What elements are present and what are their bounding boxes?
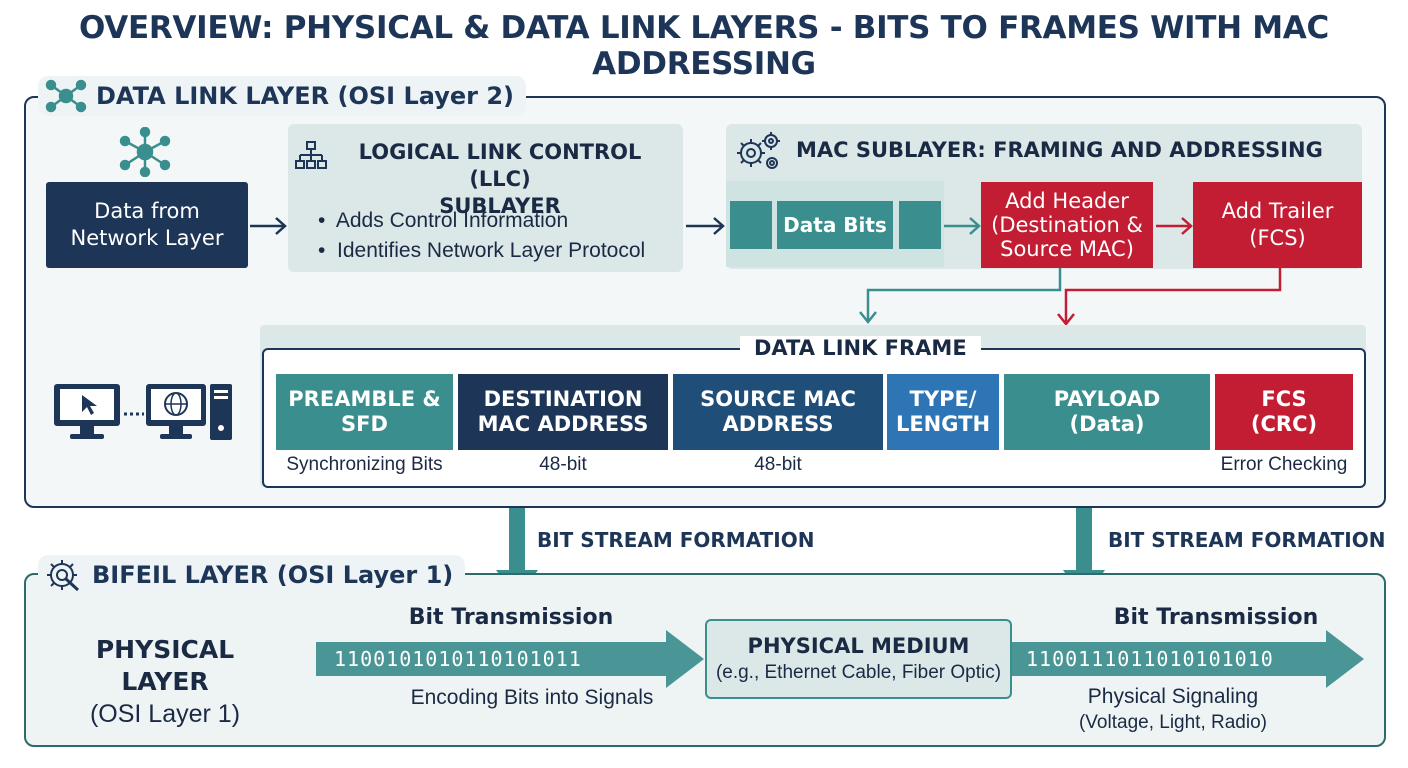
bit-stream-label-left: BIT STREAM FORMATION	[537, 528, 815, 552]
field-line1: SOURCE MAC	[700, 387, 856, 411]
bit-stream-label-right: BIT STREAM FORMATION	[1108, 528, 1386, 552]
physical-layer-name: PHYSICAL LAYER (OSI Layer 1)	[52, 634, 278, 730]
arrow-right-icon	[250, 217, 287, 235]
arrow-right-icon	[1326, 630, 1364, 688]
field-line2: MAC ADDRESS	[477, 412, 649, 436]
frame-title: DATA LINK FRAME	[740, 336, 981, 360]
data-link-layer-title: DATA LINK LAYER (OSI Layer 2)	[96, 82, 514, 110]
physical-layer-name-line1: PHYSICAL LAYER	[95, 635, 235, 696]
physical-medium-subtitle: (e.g., Ethernet Cable, Fiber Optic)	[715, 662, 1002, 683]
physical-layer-name-line2: (OSI Layer 1)	[89, 700, 241, 728]
llc-title: LOGICAL LINK CONTROL (LLC) SUBLAYER	[330, 139, 670, 220]
physical-layer-label: BIFEIL LAYER (OSI Layer 1)	[38, 555, 466, 595]
bit-transmission-right-caption-line1: Physical Signaling	[1087, 685, 1259, 708]
data-bits-segment	[730, 201, 772, 249]
frame-field-caption: 48-bit	[539, 454, 587, 475]
gears-icon	[737, 132, 780, 169]
computers-illustration	[54, 384, 232, 440]
field-line1: PAYLOAD	[1053, 387, 1161, 411]
gear-search-icon	[47, 560, 80, 592]
network-icon	[119, 127, 171, 177]
data-from-network-layer-box: Data from Network Layer	[46, 182, 248, 268]
llc-bullet: • Identifies Network Layer Protocol	[318, 239, 646, 262]
field-line2: SFD	[341, 412, 388, 436]
data-link-layer-label: DATA LINK LAYER (OSI Layer 2)	[38, 76, 526, 116]
field-line2: LENGTH	[895, 412, 991, 436]
add-trailer-line1: Add Trailer	[1221, 199, 1334, 223]
hierarchy-icon	[295, 141, 327, 169]
llc-title-line1: LOGICAL LINK CONTROL (LLC)	[358, 140, 642, 191]
mac-title: MAC SUBLAYER: FRAMING AND ADDRESSING	[796, 138, 1323, 162]
field-line1: TYPE/	[909, 387, 977, 411]
network-icon	[45, 79, 87, 113]
arrow-right-icon	[944, 217, 981, 235]
frame-field-caption: 48-bit	[754, 454, 802, 475]
tower-icon	[210, 384, 232, 440]
arrow-right-icon	[1156, 217, 1193, 235]
source-line1: Data from	[94, 199, 200, 223]
physical-medium-box: PHYSICAL MEDIUM (e.g., Ethernet Cable, F…	[705, 619, 1012, 699]
bit-transmission-left-caption: Encoding Bits into Signals	[410, 686, 654, 709]
physical-medium-title: PHYSICAL MEDIUM	[747, 634, 970, 658]
arrow-right-icon	[686, 217, 725, 235]
field-line2: (CRC)	[1250, 412, 1318, 436]
data-bits-segment	[899, 201, 941, 249]
add-header-line1: Add Header	[1005, 189, 1129, 213]
field-line2: ADDRESS	[722, 412, 834, 436]
bit-stream-left: 1100101010110101011	[316, 642, 668, 676]
field-line1: FCS	[1261, 387, 1307, 411]
add-header-line3: Source MAC)	[1000, 237, 1134, 261]
arrow-right-icon	[666, 630, 704, 688]
add-trailer-box: Add Trailer (FCS)	[1193, 182, 1362, 268]
field-line1: DESTINATION	[483, 387, 643, 411]
computer-icon	[54, 384, 120, 439]
mac-to-frame-connectors	[859, 268, 1282, 327]
llc-sublayer-box	[288, 124, 683, 272]
bit-transmission-right-title: Bit Transmission	[1113, 605, 1319, 630]
globe-computer-icon	[146, 384, 206, 439]
frame-field-caption: Synchronizing Bits	[286, 454, 443, 475]
bit-transmission-right-caption-line2: (Voltage, Light, Radio)	[1078, 712, 1267, 733]
frame-field-fcs: FCS (CRC)	[1215, 374, 1353, 450]
source-line2: Network Layer	[70, 226, 224, 250]
physical-layer-title: BIFEIL LAYER (OSI Layer 1)	[92, 561, 454, 589]
data-bits-label: Data Bits	[777, 201, 893, 249]
bit-transmission-left-title: Bit Transmission	[408, 605, 614, 630]
add-header-box: Add Header (Destination & Source MAC)	[981, 182, 1153, 268]
page-title: OVERVIEW: PHYSICAL & DATA LINK LAYERS - …	[79, 10, 1329, 82]
frame-field-payload: PAYLOAD (Data)	[1004, 374, 1210, 450]
llc-bullet: • Adds Control Information	[318, 209, 569, 232]
llc-title-line2: SUBLAYER	[439, 194, 561, 218]
frame-field-preamble: PREAMBLE & SFD	[276, 374, 453, 450]
frame-field-type: TYPE/ LENGTH	[887, 374, 999, 450]
llc-bullets: • Adds Control Information • Identifies …	[318, 206, 645, 266]
bit-stream-right: 1100111011010101010	[1012, 642, 1328, 676]
frame-field-destination: DESTINATION MAC ADDRESS	[458, 374, 668, 450]
frame-field-source: SOURCE MAC ADDRESS	[673, 374, 883, 450]
frame-field-caption: Error Checking	[1220, 454, 1348, 475]
field-line1: PREAMBLE &	[288, 387, 441, 411]
add-trailer-line2: (FCS)	[1249, 226, 1306, 250]
add-header-line2: (Destination &	[991, 213, 1143, 237]
bit-transmission-right-caption: Physical Signaling (Voltage, Light, Radi…	[1032, 684, 1314, 736]
field-line2: (Data)	[1069, 412, 1145, 436]
